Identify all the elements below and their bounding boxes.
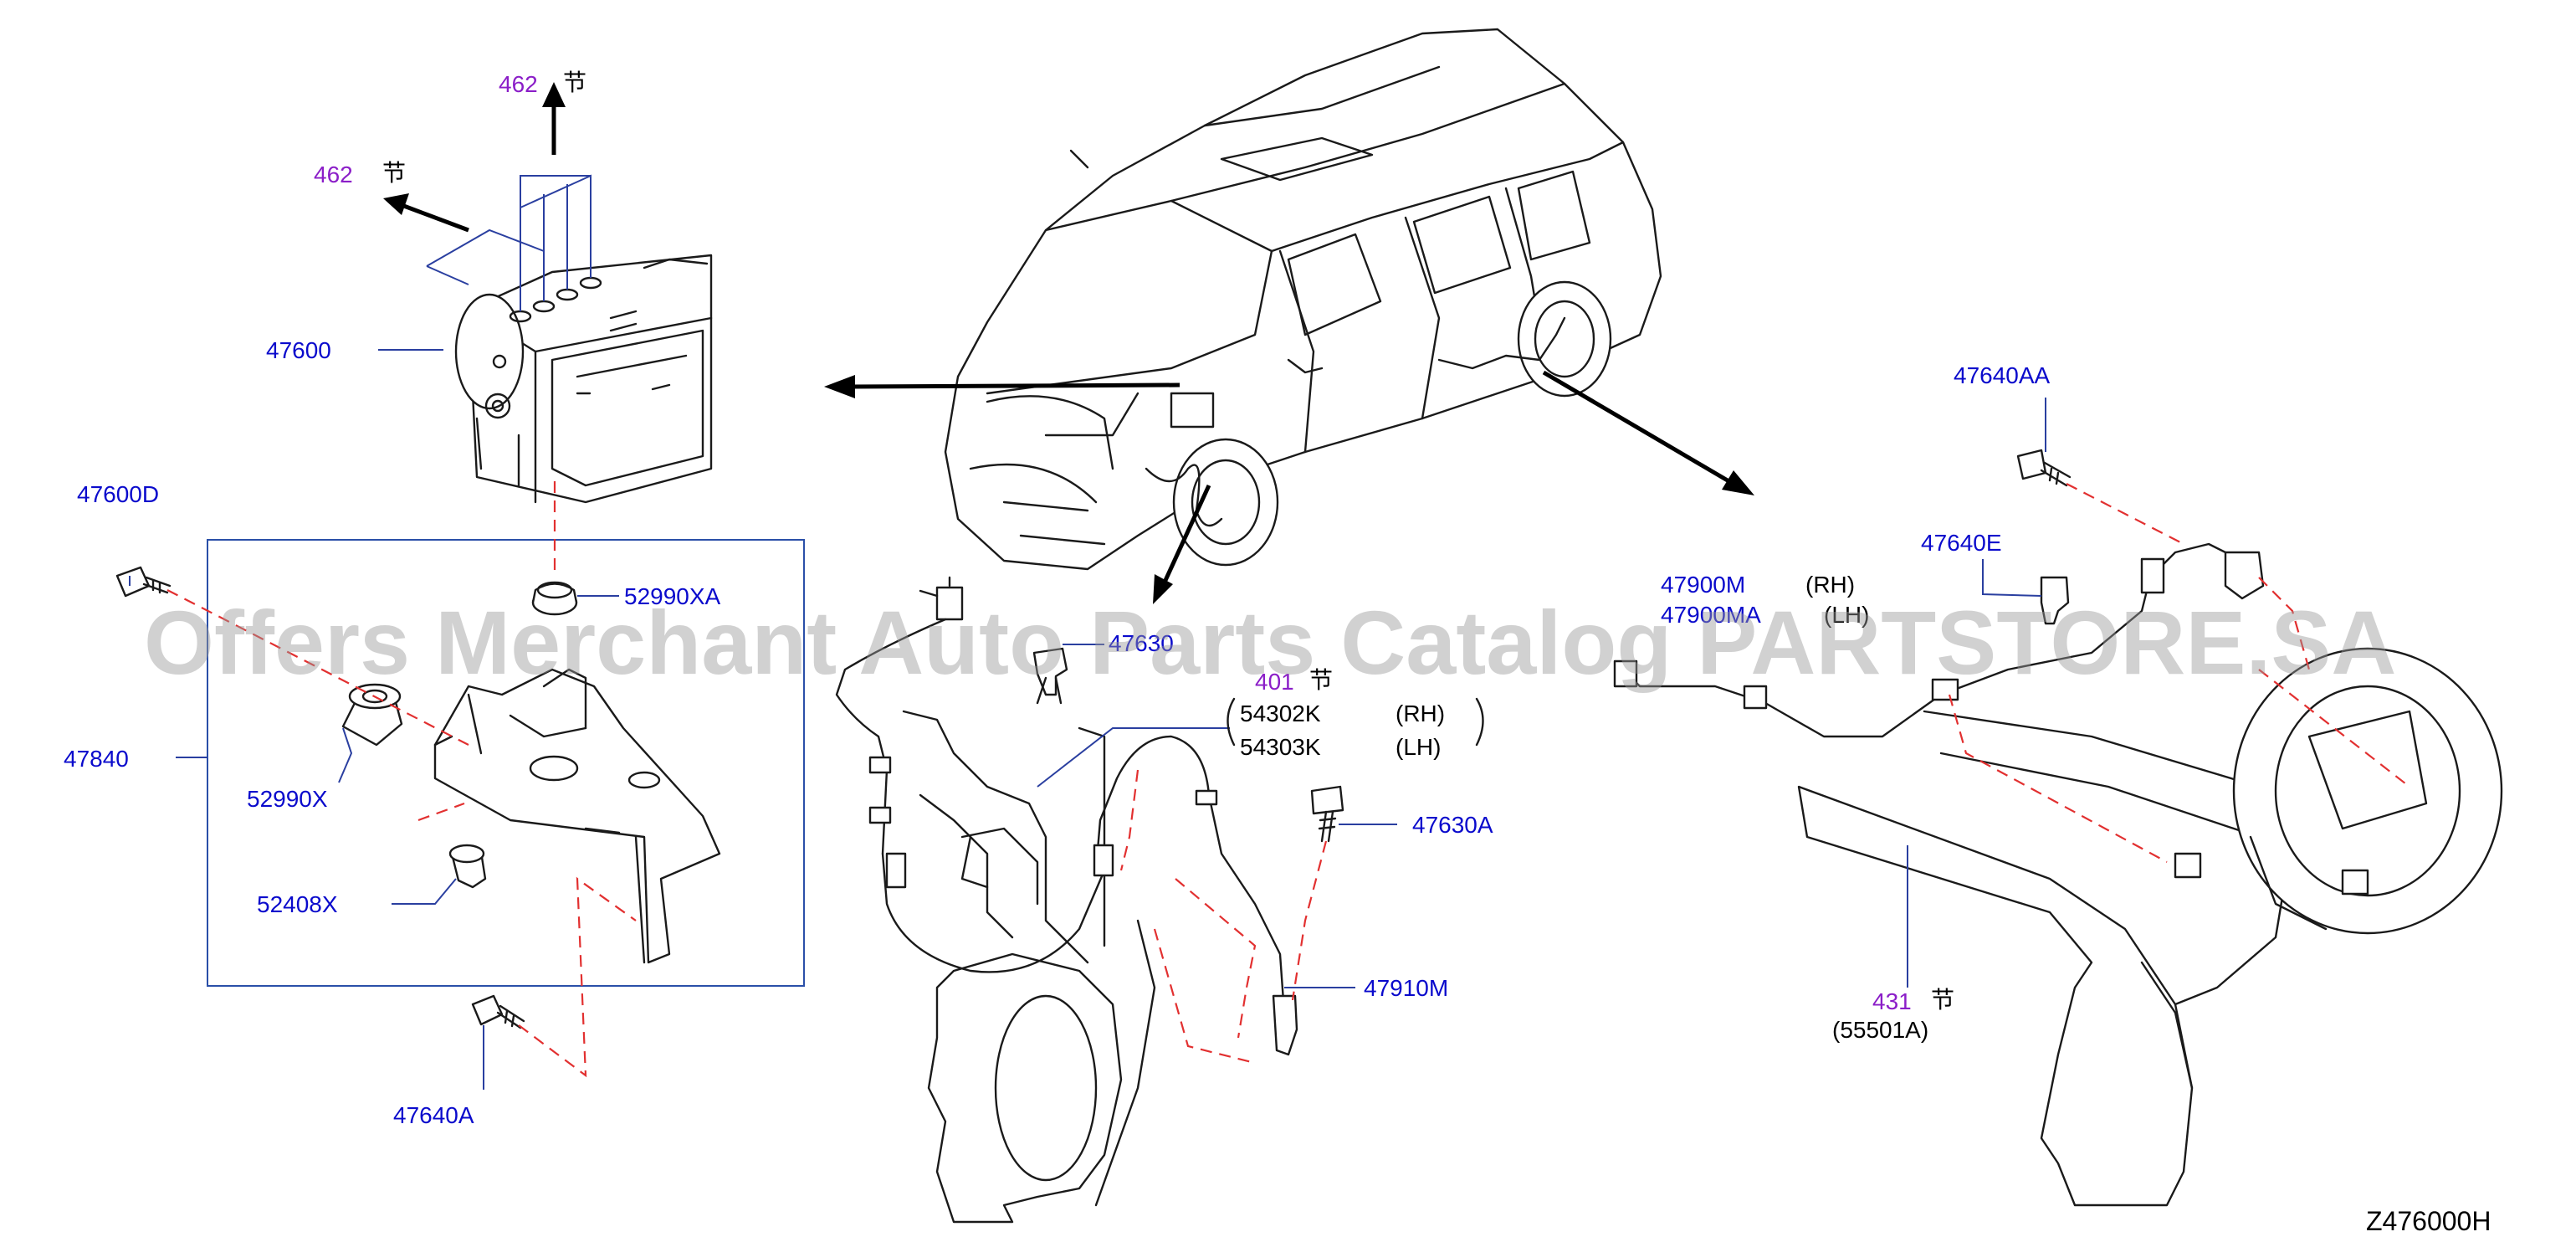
ref-glyph-401: 节: [1309, 666, 1333, 694]
part-47600[interactable]: 47600: [266, 337, 331, 363]
part-47630-partial[interactable]: 47630: [1109, 630, 1174, 656]
ref-glyph-431: 节: [1931, 986, 1954, 1014]
part-52408x[interactable]: 52408X: [257, 891, 338, 917]
rear-sensor-harness[interactable]: [1613, 542, 2265, 738]
sensor-harness-47910m[interactable]: [1093, 735, 1298, 1056]
bolt-47640aa[interactable]: [2016, 449, 2072, 487]
part-52990x[interactable]: 52990X: [247, 786, 328, 812]
part-47600d[interactable]: 47600D: [77, 481, 159, 507]
abs-actuator-unit[interactable]: [454, 254, 713, 504]
vehicle-callout-arrows: [383, 82, 1754, 604]
abs-port-leaders: [426, 174, 592, 311]
collar-52408x[interactable]: [448, 844, 487, 889]
rear-axle-housing[interactable]: [1797, 647, 2503, 1207]
assembly-lines-front: [1119, 769, 1328, 1065]
part-47900ma[interactable]: 47900MA: [1661, 602, 1761, 628]
watermark-text: Offers Merchant Auto Parts Catalog PARTS…: [144, 592, 2396, 693]
grommet-52990x[interactable]: [341, 683, 403, 747]
callout-leaders: [129, 349, 2046, 1090]
diagram-code: Z476000H: [2366, 1206, 2491, 1236]
abs-mounting-bracket[interactable]: [433, 668, 721, 964]
ref-462-top[interactable]: 462: [499, 71, 538, 97]
clip-47630[interactable]: [1032, 647, 1068, 705]
part-55501a[interactable]: (55501A): [1832, 1017, 1928, 1043]
part-47840[interactable]: 47840: [64, 746, 129, 772]
side-rh-front: (RH): [1396, 701, 1445, 726]
part-47640aa[interactable]: 47640AA: [1954, 362, 2051, 388]
ref-glyph-462-left: 节: [382, 159, 406, 187]
ref-462-left[interactable]: 462: [314, 162, 353, 187]
ref-431[interactable]: 431: [1872, 988, 1912, 1014]
clip-47640e[interactable]: [2040, 576, 2070, 625]
assembly-lines-rear: [1948, 483, 2410, 863]
part-54303k[interactable]: 54303K: [1240, 734, 1321, 760]
part-47910m[interactable]: 47910M: [1364, 975, 1448, 1001]
side-lh-rear: (LH): [1824, 602, 1869, 628]
bolt-47640a[interactable]: [471, 994, 525, 1029]
variant-brace-left: [1227, 697, 1236, 747]
part-47640a[interactable]: 47640A: [393, 1102, 474, 1128]
part-47640e[interactable]: 47640E: [1921, 530, 2002, 556]
part-54302k[interactable]: 54302K: [1240, 701, 1321, 726]
side-rh-rear: (RH): [1805, 572, 1855, 598]
vehicle-illustration: [944, 28, 1662, 571]
ref-glyph-462-top: 节: [563, 69, 586, 96]
grommet-52990xa[interactable]: [531, 581, 578, 616]
assembly-lines-left: [166, 481, 637, 1078]
bracket-assembly-box: [207, 539, 805, 987]
front-knuckle[interactable]: [902, 710, 1156, 1224]
variant-brace-right: [1475, 697, 1484, 747]
part-47630a[interactable]: 47630A: [1412, 812, 1493, 838]
part-52990xa[interactable]: 52990XA: [624, 583, 721, 609]
part-47900m[interactable]: 47900M: [1661, 572, 1745, 598]
bolt-47600d[interactable]: [115, 566, 172, 598]
ref-401[interactable]: 401: [1255, 669, 1294, 695]
side-lh-front: (LH): [1396, 734, 1441, 760]
bolt-47630a[interactable]: [1310, 785, 1344, 843]
front-wheel-sensor-left[interactable]: [835, 576, 1106, 973]
